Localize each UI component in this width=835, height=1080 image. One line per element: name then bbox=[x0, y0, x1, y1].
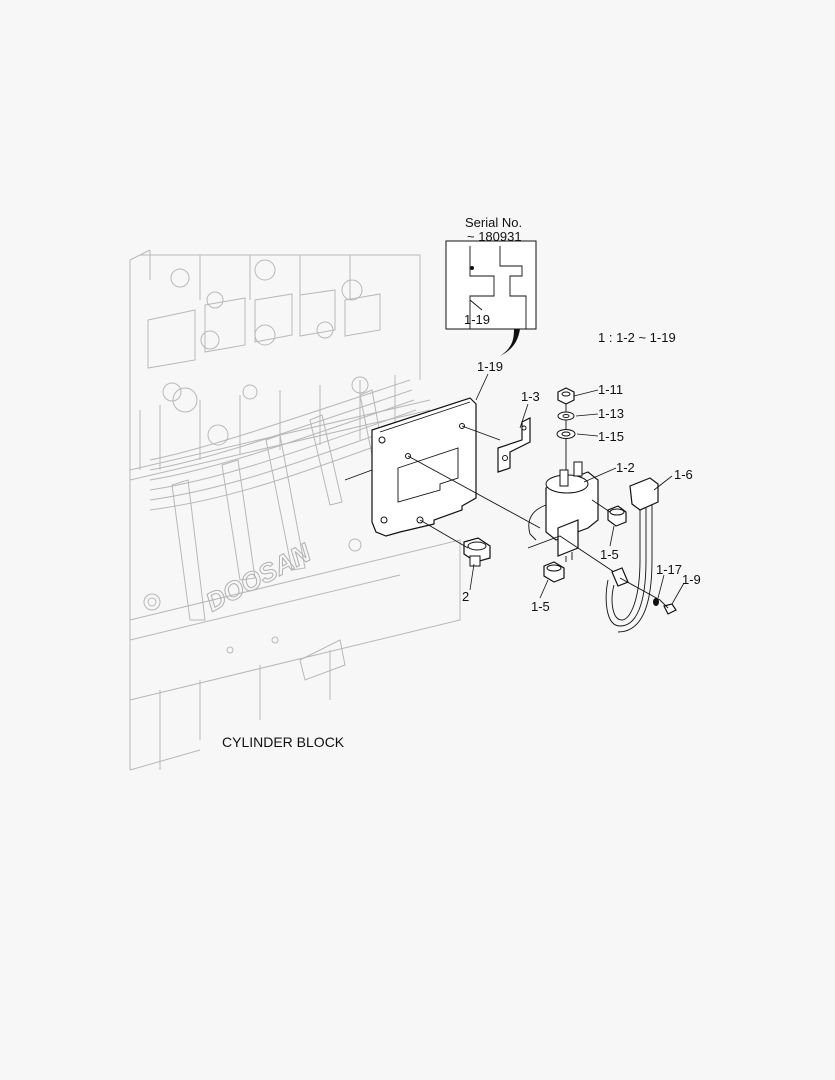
assembly-legend: 1 : 1-2 ~ 1-19 bbox=[598, 330, 676, 345]
bolt-2 bbox=[463, 537, 491, 567]
label-1-11: 1-11 bbox=[598, 382, 624, 397]
label-1-17: 1-17 bbox=[656, 562, 683, 577]
label-1-13: 1-13 bbox=[598, 406, 625, 421]
small-bracket bbox=[497, 417, 531, 473]
label-1-5-upper: 1-5 bbox=[600, 547, 619, 562]
cylinder-block-caption: CYLINDER BLOCK bbox=[222, 734, 345, 750]
inset-part-label: 1-19 bbox=[464, 312, 491, 327]
engine-logo: DOOSAN bbox=[201, 537, 317, 618]
label-1-3: 1-3 bbox=[521, 389, 540, 404]
nut-and-washers bbox=[556, 387, 576, 439]
label-2: 2 bbox=[462, 589, 470, 604]
label-1-9: 1-9 bbox=[682, 572, 701, 587]
bolt-1-5-lower bbox=[543, 561, 565, 583]
inset-serial-range: ~ 180931 bbox=[467, 229, 522, 244]
washer-1-17 bbox=[653, 598, 659, 606]
label-1-19: 1-19 bbox=[477, 359, 504, 374]
leader-lines bbox=[469, 373, 685, 605]
harness-connector bbox=[605, 477, 659, 633]
serial-number-inset bbox=[445, 240, 537, 356]
label-1-6: 1-6 bbox=[674, 467, 693, 482]
bracket-plate bbox=[371, 397, 477, 537]
inset-serial-title: Serial No. bbox=[465, 215, 523, 230]
stop-solenoid bbox=[527, 461, 621, 577]
label-1-5-lower: 1-5 bbox=[531, 599, 550, 614]
label-1-15: 1-15 bbox=[598, 429, 625, 444]
assembly-lines bbox=[344, 404, 669, 609]
bolt-1-5-upper bbox=[607, 505, 627, 527]
label-1-2: 1-2 bbox=[616, 460, 635, 475]
